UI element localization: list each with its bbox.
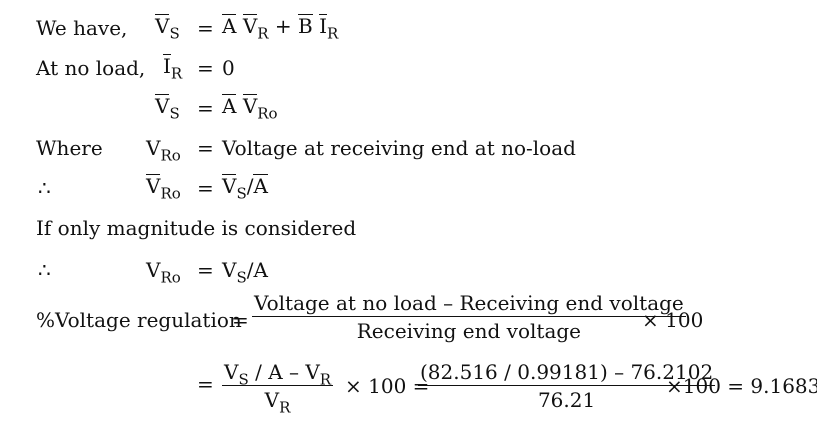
therefore-symbol: ∴ — [38, 258, 51, 282]
fraction-denominator: Receiving end voltage — [252, 316, 686, 342]
equals-sign: = — [197, 56, 214, 80]
numeric-fraction: (82.516 / 0.99181) – 76.2102 76.21 — [418, 360, 716, 411]
zero-value: 0 — [222, 56, 235, 80]
therefore-symbol: ∴ — [38, 176, 51, 200]
vs-ratio-fraction: VS / A – VR VR — [222, 360, 334, 415]
equals-sign: = — [197, 136, 214, 160]
equals-sign: = — [197, 96, 214, 120]
vro-term: VRo — [146, 174, 181, 203]
vs-term: VS — [155, 14, 180, 43]
regulation-fraction: Voltage at no load – Receiving end volta… — [252, 292, 686, 342]
times-100: × 100 — [642, 308, 704, 332]
numeric-denominator: 76.21 — [418, 385, 716, 411]
a-vr-term: A VR + B IR — [222, 14, 339, 43]
we-have-label: We have, — [36, 16, 128, 40]
equals-sign: = — [197, 372, 214, 396]
vs-over-a-magnitude: VS/A — [222, 258, 268, 287]
vs-term: VS — [155, 94, 180, 123]
vro-term: VRo — [146, 258, 181, 287]
equals-sign: = — [197, 258, 214, 282]
regulation-label: %Voltage regulation — [36, 308, 242, 332]
ratio-numerator: VS / A – VR — [224, 360, 332, 389]
equals-sign: = — [197, 176, 214, 200]
vro-term: VRo — [146, 136, 181, 165]
ratio-denominator: VR — [222, 385, 334, 415]
fraction-numerator: Voltage at no load – Receiving end volta… — [254, 291, 684, 315]
magnitude-text: If only magnitude is considered — [36, 216, 357, 240]
result-value: ×100 = 9.1683 — [666, 374, 817, 398]
times-100-equals: × 100 = — [345, 374, 430, 398]
equals-sign: = — [232, 308, 249, 332]
vs-over-a-term: VS/A — [222, 174, 268, 203]
equals-sign: = — [197, 16, 214, 40]
definition-text: Voltage at receiving end at no-load — [222, 136, 576, 160]
a-vro-term: A VRo — [222, 94, 278, 123]
at-no-load-label: At no load, — [36, 56, 146, 80]
ir-term: IR — [163, 54, 183, 83]
numeric-numerator: (82.516 / 0.99181) – 76.2102 — [420, 360, 714, 384]
where-label: Where — [36, 136, 103, 160]
